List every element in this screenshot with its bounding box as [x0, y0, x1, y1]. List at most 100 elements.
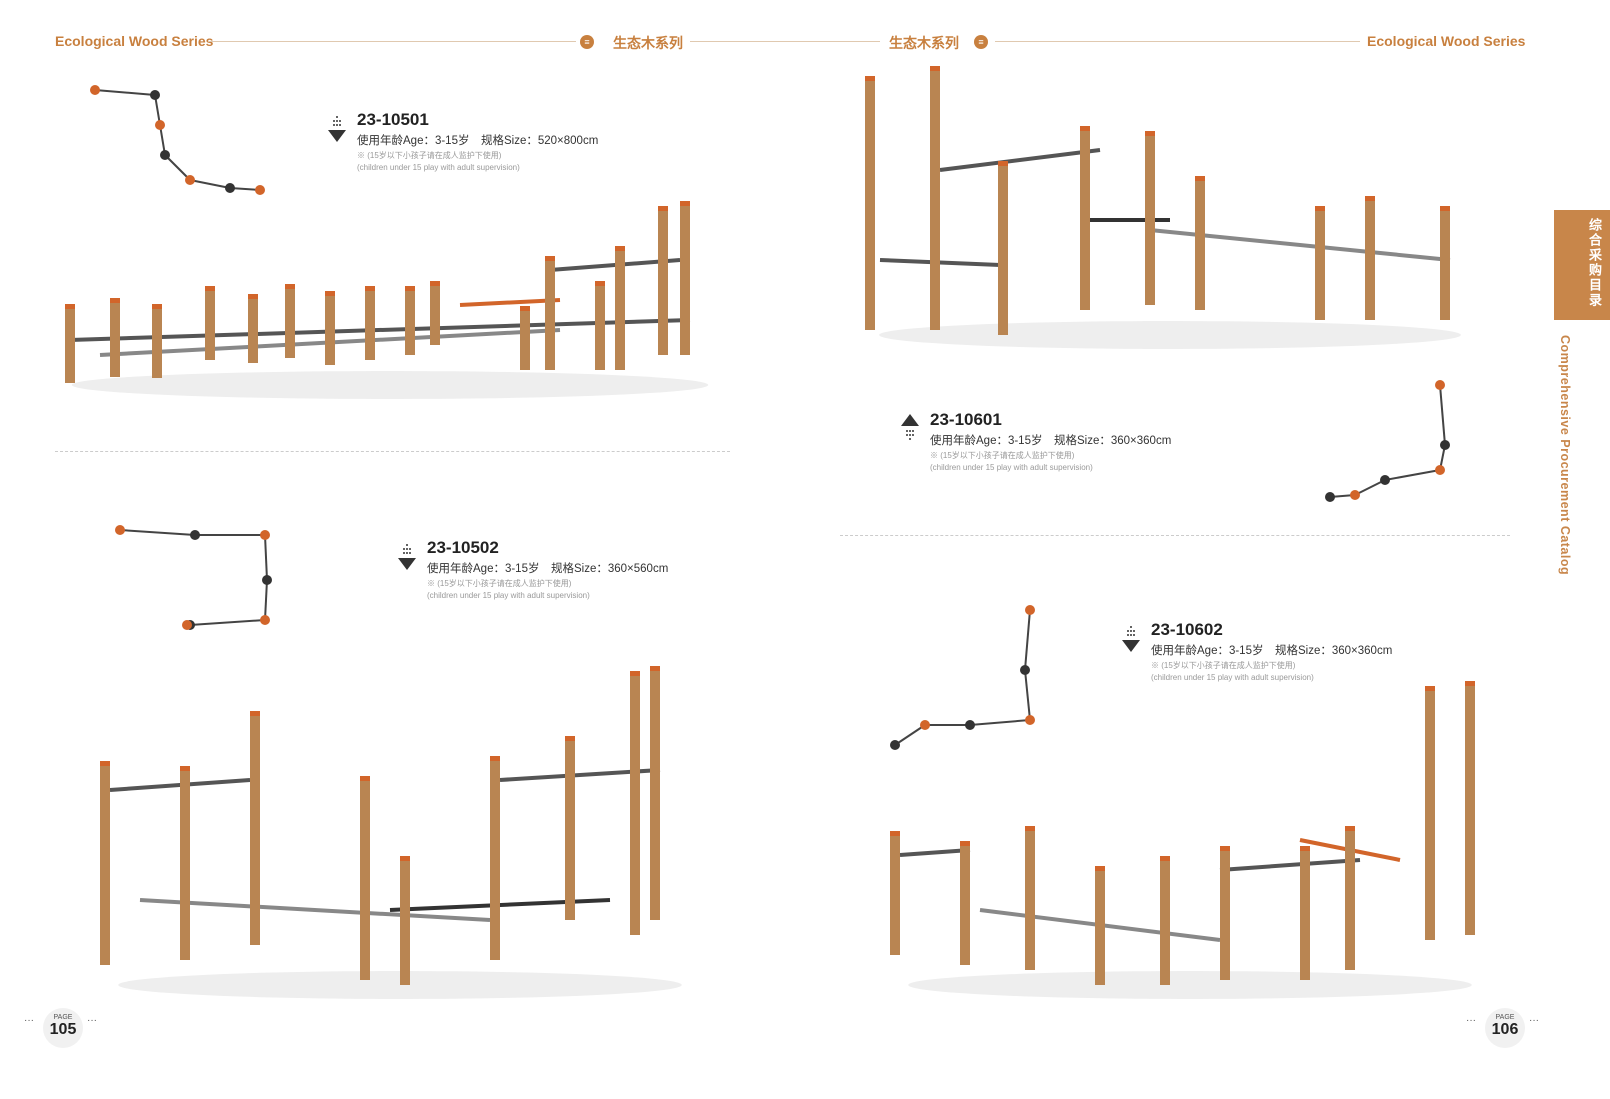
- rail: [899, 848, 971, 857]
- post-cap: [650, 666, 660, 671]
- wood-post: [1300, 850, 1310, 980]
- plan-node: [890, 740, 900, 750]
- plan-node: [1380, 475, 1390, 485]
- plan-node: [965, 720, 975, 730]
- wood-post: [960, 845, 970, 965]
- post-cap: [365, 286, 375, 291]
- wood-post: [405, 290, 415, 355]
- post-cap: [630, 671, 640, 676]
- wood-post: [1080, 130, 1090, 310]
- wood-post: [110, 302, 120, 377]
- plan-node: [1350, 490, 1360, 500]
- product-render-23-10501: [65, 201, 709, 399]
- plan-beam: [969, 719, 1031, 726]
- plan-beam: [264, 534, 268, 581]
- wood-post: [248, 298, 258, 363]
- page-label: PAGE: [53, 1014, 73, 1021]
- arrow-down-icon: [328, 116, 346, 142]
- product-23-10502: 23-10502 使用年龄Age：3-15岁 规格Size：360×560cm ※ …: [397, 538, 668, 600]
- post-cap: [360, 776, 370, 781]
- wood-post: [490, 760, 500, 960]
- rail: [69, 318, 691, 342]
- post-cap: [405, 286, 415, 291]
- post-cap: [65, 304, 75, 309]
- wood-post: [360, 780, 370, 980]
- plan-beam: [119, 529, 196, 536]
- wood-post: [615, 250, 625, 370]
- ground-shadow: [908, 971, 1472, 999]
- plan-beam: [264, 579, 268, 621]
- arrow-down-icon: [1122, 626, 1140, 652]
- plan-node: [260, 615, 270, 625]
- rail: [139, 898, 491, 922]
- plan-node: [1435, 380, 1445, 390]
- post-cap: [1440, 206, 1450, 211]
- plan-beam: [189, 179, 231, 189]
- plan-node: [1325, 492, 1335, 502]
- post-cap: [998, 161, 1008, 166]
- plan-beam: [1439, 384, 1446, 446]
- plan-beam: [229, 187, 261, 191]
- post-cap: [250, 711, 260, 716]
- page-dots: ···: [1529, 1015, 1539, 1026]
- wood-post: [595, 285, 605, 370]
- wood-post: [680, 205, 690, 355]
- wood-post: [890, 835, 900, 955]
- post-cap: [325, 291, 335, 296]
- post-cap: [1465, 681, 1475, 686]
- wood-post: [430, 285, 440, 345]
- wood-post: [1345, 830, 1355, 970]
- wood-post: [65, 308, 75, 383]
- post-cap: [658, 206, 668, 211]
- page-number: 105: [49, 1021, 77, 1038]
- series-title-en-right: Ecological Wood Series: [1367, 33, 1526, 49]
- product-spec: 使用年龄Age：3-15岁 规格Size：520×800cm: [357, 135, 599, 147]
- plan-node: [1440, 440, 1450, 450]
- post-cap: [1025, 826, 1035, 831]
- plan-node: [182, 620, 192, 630]
- wood-post: [1025, 830, 1035, 970]
- wood-post: [658, 210, 668, 355]
- product-note-cn: ※ (15岁以下小孩子请在成人监护下使用): [930, 451, 1075, 460]
- ground-shadow: [71, 371, 709, 399]
- series-title-en-left: Ecological Wood Series: [55, 33, 214, 49]
- plan-beam: [189, 619, 266, 626]
- post-cap: [595, 281, 605, 286]
- post-cap: [1220, 846, 1230, 851]
- post-cap: [152, 304, 162, 309]
- post-cap: [1300, 846, 1310, 851]
- post-cap: [110, 298, 120, 303]
- series-title-cn-right: 生态木系列: [889, 35, 959, 51]
- product-render-23-10601: [865, 66, 1461, 349]
- plan-beam: [94, 89, 156, 96]
- product-render-23-10502: [100, 666, 682, 999]
- plan-node: [160, 150, 170, 160]
- post-cap: [1095, 866, 1105, 871]
- post-cap: [930, 66, 940, 71]
- header-rule: [208, 41, 576, 42]
- product-spec: 使用年龄Age：3-15岁 规格Size：360×560cm: [427, 563, 669, 575]
- post-cap: [865, 76, 875, 81]
- post-cap: [180, 766, 190, 771]
- post-cap: [1345, 826, 1355, 831]
- wood-post: [520, 310, 530, 370]
- wood-post: [152, 308, 162, 378]
- plan-beam: [1354, 479, 1386, 496]
- header-rule: [995, 41, 1360, 42]
- wood-post: [1315, 210, 1325, 320]
- plan-beam: [1024, 669, 1031, 721]
- plan-beam: [154, 94, 161, 126]
- product-code: 23-10502: [427, 538, 499, 557]
- plan-beam: [894, 724, 926, 746]
- catalog-tab[interactable]: 综合采购目录: [1554, 210, 1610, 320]
- wood-post: [1365, 200, 1375, 320]
- page-label: PAGE: [1495, 1014, 1515, 1021]
- post-cap: [615, 246, 625, 251]
- page-dots: ···: [1466, 1015, 1476, 1026]
- page-dots: ···: [24, 1015, 34, 1026]
- product-note-cn: ※ (15岁以下小孩子请在成人监护下使用): [427, 579, 572, 588]
- wood-post: [250, 715, 260, 945]
- wood-post: [565, 740, 575, 920]
- series-title-cn-left: 生态木系列: [613, 35, 683, 51]
